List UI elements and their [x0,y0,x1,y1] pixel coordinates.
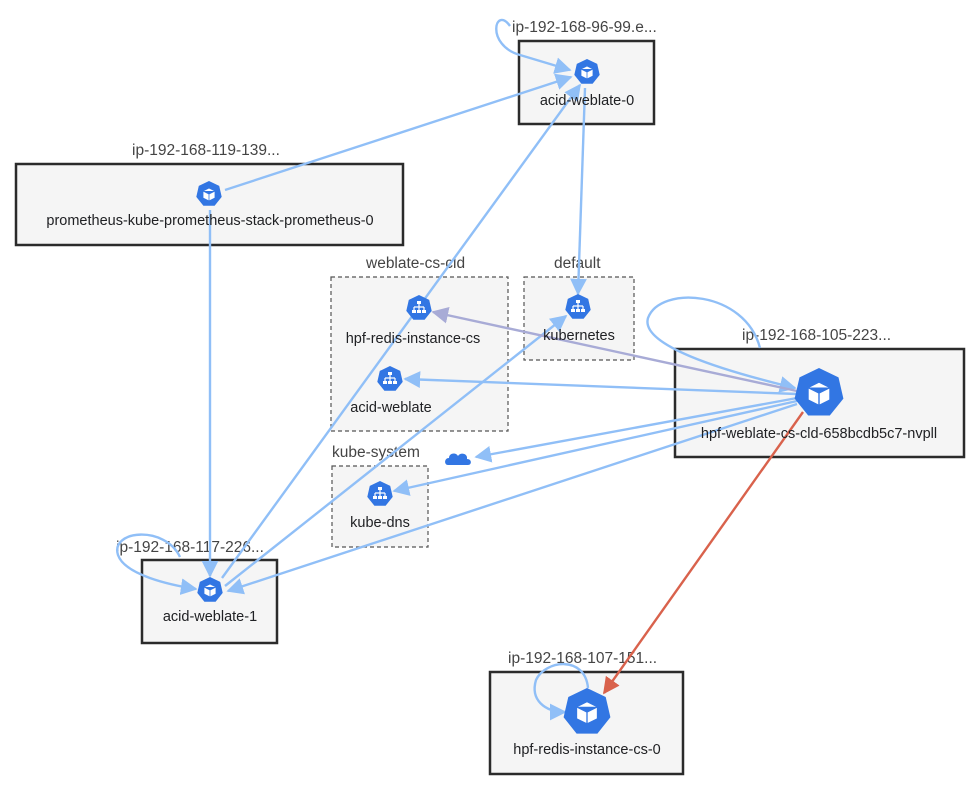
edge-hpf-weblate-to-external[interactable] [474,396,798,463]
pod-label: acid-weblate-0 [540,93,634,109]
service-label: hpf-redis-instance-cs [346,331,481,347]
cloud-icon[interactable] [445,453,471,465]
edge-acid-weblate-1-to-acid-weblate-0[interactable] [221,83,581,579]
edge-self-acid-weblate-0[interactable] [495,18,572,74]
pod-hpf-weblate-cs-cld[interactable]: hpf-weblate-cs-cld-658bcdb5c7-nvpll [701,368,937,442]
edge-hpf-weblate-to-hpf-redis-instance-cs[interactable] [431,306,798,393]
pod-acid-weblate-0[interactable]: acid-weblate-0 [540,59,634,109]
kubernetes-service-icon [367,481,393,506]
namespace-kube-system[interactable]: kube-system [331,444,429,548]
edge-acid-weblate-0-to-kubernetes[interactable] [570,87,587,296]
kubernetes-pod-icon [574,59,600,84]
kubernetes-pod-icon [197,577,223,602]
service-acid-weblate[interactable]: acid-weblate [350,366,432,416]
host-ip-96-99[interactable]: ip-192-168-96-99.e... [512,19,657,126]
pod-acid-weblate-1[interactable]: acid-weblate-1 [163,577,257,625]
host-label: ip-192-168-119-139... [132,142,280,159]
service-hpf-redis-instance-cs[interactable]: hpf-redis-instance-cs [346,295,481,347]
pod-prometheus[interactable]: prometheus-kube-prometheus-stack-prometh… [46,181,374,229]
edge-self-hpf-weblate[interactable] [646,296,797,393]
kubernetes-pod-icon [196,181,222,206]
service-label: kube-dns [350,515,410,531]
edge-hpf-weblate-to-acid-weblate-1[interactable] [226,402,798,595]
namespace-label: kube-system [332,444,420,461]
edge-acid-weblate-1-to-kubernetes[interactable] [224,314,568,587]
edge-hpf-weblate-to-acid-weblate[interactable] [403,371,798,396]
host-label: ip-192-168-105-223... [742,327,891,344]
pod-label: acid-weblate-1 [163,609,257,625]
service-label: kubernetes [543,328,615,344]
pod-label: prometheus-kube-prometheus-stack-prometh… [46,213,373,229]
edges [116,18,804,721]
service-label: acid-weblate [350,400,431,416]
edge-self-hpf-redis-instance-cs-0[interactable] [533,662,590,721]
host-label: ip-192-168-96-99.e... [512,19,657,36]
edge-hpf-weblate-to-kube-dns[interactable] [392,399,798,496]
service-kubernetes[interactable]: kubernetes [543,294,615,344]
pod-label: hpf-weblate-cs-cld-658bcdb5c7-nvpll [701,426,937,442]
host-ip-117-226[interactable]: ip-192-168-117-226... [116,539,279,645]
kubernetes-pod-icon [563,688,611,734]
edge-prometheus-to-acid-weblate-0[interactable] [224,73,573,192]
namespace-label: default [554,255,601,272]
edge-self-acid-weblate-1[interactable] [116,533,198,596]
kubernetes-pod-icon [794,368,844,416]
kubernetes-service-icon [565,294,591,319]
pod-hpf-redis-instance-cs-0[interactable]: hpf-redis-instance-cs-0 [513,688,661,758]
namespace-label: weblate-cs-cld [365,255,465,272]
host-label: ip-192-168-117-226... [116,539,264,556]
kubernetes-service-icon [377,366,403,391]
host-label: ip-192-168-107-151... [508,650,657,667]
pod-label: hpf-redis-instance-cs-0 [513,742,660,758]
service-kube-dns[interactable]: kube-dns [350,481,410,531]
kubernetes-service-icon [406,295,432,320]
edge-hpf-weblate-to-hpf-redis-instance-cs-0[interactable] [603,411,804,695]
